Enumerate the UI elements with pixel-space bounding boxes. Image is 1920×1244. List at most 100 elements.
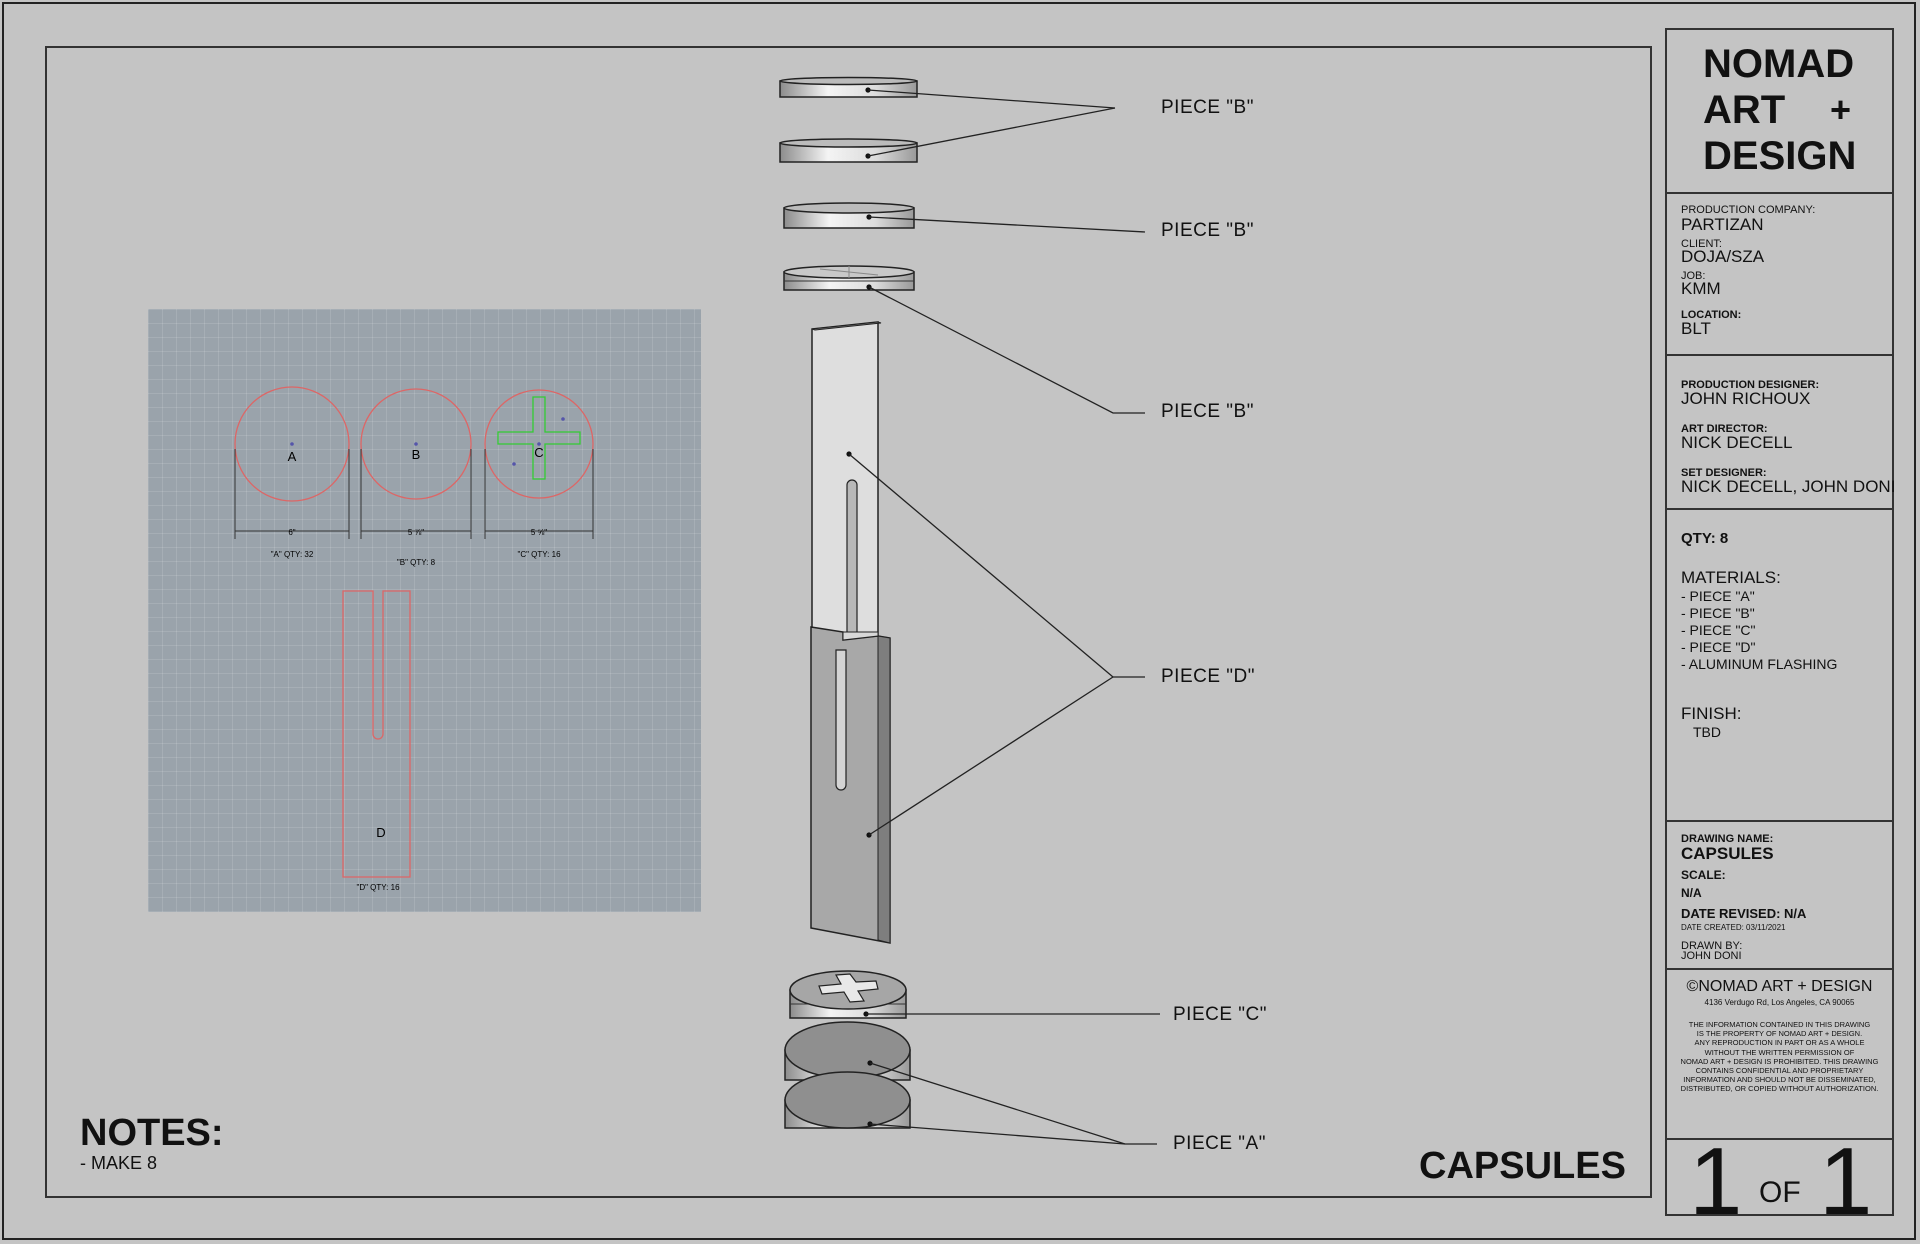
- job-value: KMM: [1681, 279, 1721, 298]
- piece-b-disc-3: [783, 202, 915, 229]
- finish-value: TBD: [1693, 724, 1721, 740]
- materials-list: - PIECE "A" - PIECE "B" - PIECE "C" - PI…: [1681, 588, 1837, 673]
- legal-line: ANY REPRODUCTION IN PART OR AS A WHOLE: [1694, 1038, 1865, 1048]
- sheet-number: 1: [1689, 1128, 1743, 1235]
- callout-piece-b-1: PIECE "B": [1161, 97, 1254, 118]
- cut-sheet-svg: A B C 6" 5 ⅞" 5 ⅝" "A" QTY: 32 "B" QTY: …: [234, 386, 594, 892]
- leader-lines: [848, 89, 1160, 1145]
- company-line-2: ART: [1703, 88, 1786, 132]
- client-label: CLIENT:: [1681, 238, 1722, 250]
- qty-value: QTY: 8: [1681, 530, 1729, 547]
- production-designer-label: PRODUCTION DESIGNER:: [1681, 379, 1820, 391]
- set-designer-label: SET DESIGNER:: [1681, 467, 1767, 479]
- center-dot-b: [414, 442, 418, 446]
- material-item: - ALUMINUM FLASHING: [1681, 656, 1838, 672]
- callout-piece-a: PIECE "A": [1173, 1133, 1266, 1154]
- callout-piece-c: PIECE "C": [1173, 1004, 1268, 1025]
- center-dot-c: [537, 442, 541, 446]
- legal-line: THE INFORMATION CONTAINED IN THIS DRAWIN…: [1688, 1020, 1871, 1029]
- company-line-1: NOMAD: [1703, 42, 1855, 86]
- legal-line: IS THE PROPERTY OF NOMAD ART + DESIGN.: [1696, 1029, 1863, 1039]
- specs-block: QTY: 8 MATERIALS: - PIECE "A" - PIECE "B…: [1667, 510, 1892, 822]
- credits-block: PRODUCTION DESIGNER: JOHN RICHOUX ART DI…: [1667, 356, 1896, 510]
- piece-d-lower: [810, 626, 891, 944]
- dot-c2: [561, 417, 565, 421]
- ref-label-d: D: [376, 825, 385, 840]
- drawing-name-value: CAPSULES: [1681, 844, 1774, 863]
- copyright-title: ©NOMAD ART + DESIGN: [1686, 978, 1873, 995]
- ref-qty-b: "B" QTY: 8: [397, 558, 436, 567]
- piece-b-disc-4: [783, 265, 915, 291]
- legal-line: CONTAINS CONFIDENTIAL AND PROPRIETARY: [1695, 1066, 1864, 1076]
- materials-label: MATERIALS:: [1681, 568, 1781, 587]
- legal-line: WITHOUT THE WRITTEN PERMISSION OF: [1704, 1047, 1855, 1057]
- drawn-by-label: DRAWN BY:: [1681, 940, 1743, 952]
- job-info-block: PRODUCTION COMPANY: PARTIZAN CLIENT: DOJ…: [1667, 194, 1892, 356]
- ref-dim-b: 5 ⅞": [408, 528, 424, 537]
- location-label: LOCATION:: [1681, 309, 1742, 321]
- job-label: JOB:: [1681, 270, 1706, 282]
- circle-b: [360, 388, 472, 500]
- dot-c3: [512, 462, 516, 466]
- piece-d-outline: [342, 590, 411, 878]
- piece-b-disc-2: [779, 138, 918, 163]
- company-plus: +: [1830, 89, 1852, 130]
- ref-dim-c: 5 ⅝": [531, 528, 547, 537]
- center-dot-a: [290, 442, 294, 446]
- title-block: NOMAD ART + DESIGN PRODUCTION COMPANY: P…: [1665, 28, 1896, 1230]
- legal-line: INFORMATION AND SHOULD NOT BE DISSEMINAT…: [1683, 1075, 1876, 1085]
- art-director-value: NICK DECELL: [1681, 433, 1793, 452]
- sheet-of: OF: [1759, 1176, 1801, 1209]
- notes-body: - MAKE 8: [80, 1153, 158, 1173]
- copyright-block: ©NOMAD ART + DESIGN 4136 Verdugo Rd, Los…: [1667, 970, 1892, 1140]
- ref-qty-d: "D" QTY: 16: [356, 883, 400, 892]
- piece-c-disc: [789, 970, 907, 1019]
- material-item: - PIECE "A": [1681, 588, 1755, 604]
- company-logo-block: NOMAD ART + DESIGN: [1667, 30, 1892, 194]
- company-line-3: DESIGN: [1703, 134, 1857, 178]
- callout-piece-b-2: PIECE "B": [1161, 220, 1254, 241]
- sheet-number-block: 1 OF 1: [1667, 1134, 1892, 1230]
- art-director-label: ART DIRECTOR:: [1681, 423, 1768, 435]
- scale-value: N/A: [1681, 886, 1702, 900]
- sheet-total: 1: [1819, 1128, 1873, 1235]
- legal-line: DISTRIBUTED, OR COPIED WITHOUT AUTHORIZA…: [1680, 1084, 1879, 1094]
- material-item: - PIECE "D": [1681, 639, 1756, 655]
- callout-piece-b-3: PIECE "B": [1161, 401, 1254, 422]
- drawn-by-value: JOHN DONI: [1681, 950, 1742, 962]
- drawing-info-block: DRAWING NAME: CAPSULES SCALE: N/A DATE R…: [1667, 822, 1892, 970]
- date-created: DATE CREATED: 03/11/2021: [1681, 923, 1786, 932]
- date-revised: DATE REVISED: N/A: [1681, 906, 1807, 921]
- ref-qty-c: "C" QTY: 16: [517, 550, 561, 559]
- production-company-value: PARTIZAN: [1681, 215, 1764, 234]
- piece-b-disc-1: [779, 76, 918, 98]
- dimension-lines: [234, 449, 594, 539]
- ref-label-b: B: [412, 447, 421, 462]
- notes-title: NOTES:: [80, 1112, 224, 1154]
- finish-label: FINISH:: [1681, 704, 1742, 723]
- exploded-assembly-drawing: [779, 76, 1160, 1145]
- circle-c: [484, 389, 594, 499]
- production-company-label: PRODUCTION COMPANY:: [1681, 204, 1816, 216]
- cut-sheet-panel: A B C 6" 5 ⅞" 5 ⅝" "A" QTY: 32 "B" QTY: …: [148, 309, 701, 912]
- scale-label: SCALE:: [1681, 868, 1726, 882]
- ref-label-a: A: [288, 449, 297, 464]
- ref-qty-a: "A" QTY: 32: [271, 550, 314, 559]
- production-designer-value: JOHN RICHOUX: [1681, 389, 1811, 408]
- set-designer-value: NICK DECELL, JOHN DONI: [1681, 477, 1896, 496]
- drawing-title: CAPSULES: [1419, 1145, 1626, 1187]
- legal-line: NOMAD ART + DESIGN IS PROHIBITED. THIS D…: [1680, 1056, 1879, 1066]
- circle-a: [234, 386, 350, 502]
- material-item: - PIECE "C": [1681, 622, 1756, 638]
- callout-piece-d: PIECE "D": [1161, 666, 1256, 687]
- copyright-address: 4136 Verdugo Rd, Los Angeles, CA 90065: [1704, 998, 1855, 1007]
- drawing-border: [45, 46, 1652, 1198]
- client-value: DOJA/SZA: [1681, 247, 1765, 266]
- drawing-name-label: DRAWING NAME:: [1681, 833, 1774, 845]
- ref-label-c: C: [534, 445, 543, 460]
- location-value: BLT: [1681, 319, 1711, 338]
- material-item: - PIECE "B": [1681, 605, 1755, 621]
- legal-text: THE INFORMATION CONTAINED IN THIS DRAWIN…: [1667, 1020, 1892, 1094]
- cross-c: [497, 396, 581, 480]
